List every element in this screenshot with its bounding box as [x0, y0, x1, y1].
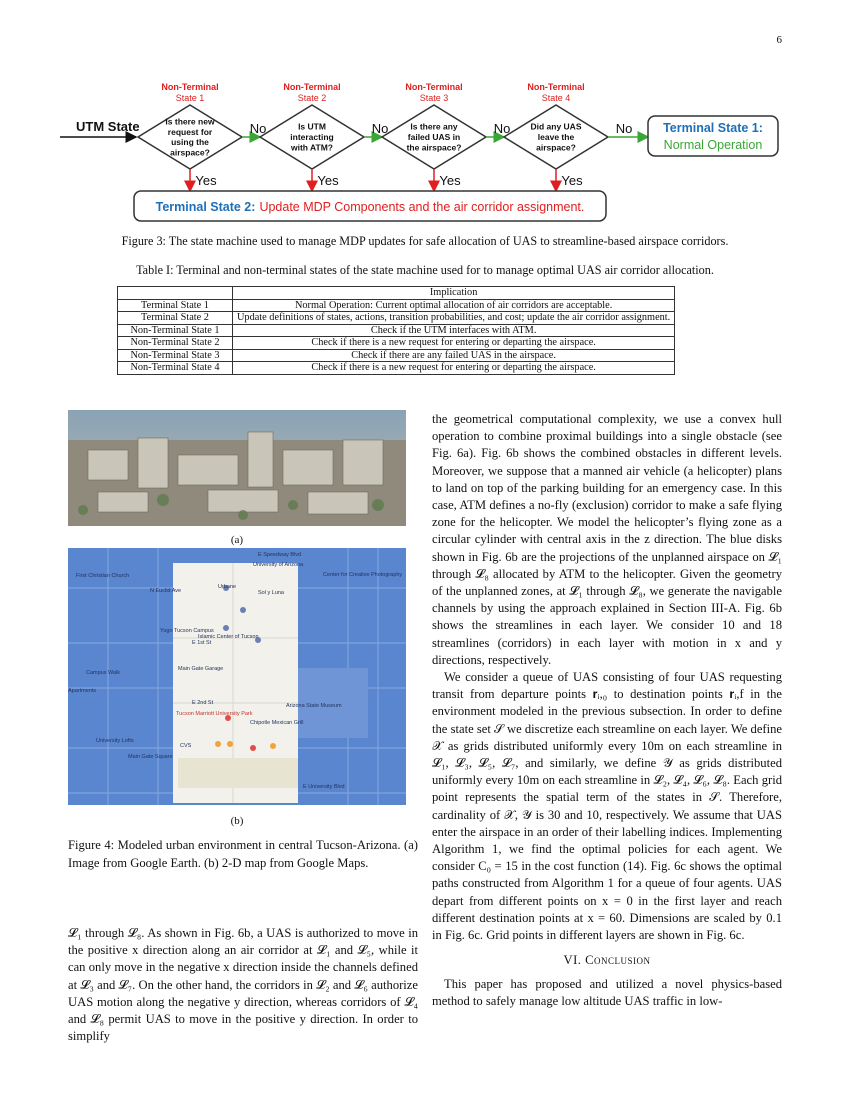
table-header-implication: Implication	[231, 286, 676, 300]
yes-label-1: Yes	[195, 173, 217, 188]
map-label: N Euclid Ave	[150, 588, 182, 594]
map-label: Arizona State Museum	[286, 703, 342, 709]
table-implication-cell: Check if the UTM interfaces with ATM.	[231, 323, 676, 337]
decision-question-2-line-3: with ATM?	[290, 142, 333, 152]
decision-question-3-line-1: Is there any	[410, 122, 458, 132]
no-label-1: No	[250, 121, 267, 136]
non-terminal-state-1-header: Non-Terminal	[161, 82, 218, 92]
right-column-text: the geometrical computational complexity…	[432, 411, 782, 1010]
right-paragraph-3: This paper has proposed and utilized a n…	[432, 976, 782, 1008]
yes-label-2: Yes	[317, 173, 339, 188]
decision-question-4-line-2: leave the	[538, 132, 575, 142]
non-terminal-state-2-header: Non-Terminal	[283, 82, 340, 92]
no-label-4: No	[616, 121, 633, 136]
left-paragraph: 𝓛₁ through 𝓛₈. As shown in Fig. 6b, a UA…	[68, 926, 418, 1044]
non-terminal-state-4-header: Non-Terminal	[527, 82, 584, 92]
decision-question-2-line-2: interacting	[290, 132, 333, 142]
map-label: University Lofts	[96, 738, 134, 744]
map-label: Main Gate Square	[128, 754, 173, 760]
decision-question-1-line-1: Is there new	[165, 116, 215, 126]
table-implication-cell: Check if there are any failed UAS in the…	[231, 348, 676, 362]
no-label-2: No	[372, 121, 389, 136]
table-state-cell: Terminal State 2	[117, 311, 233, 325]
decision-question-1-line-2: request for	[168, 127, 213, 137]
left-column-text: 𝓛₁ through 𝓛₈. As shown in Fig. 6b, a UA…	[68, 925, 418, 1045]
map-label: E 1st St	[192, 640, 212, 646]
table-header-empty	[117, 286, 233, 300]
map-label: Campus Walk	[86, 670, 121, 676]
decision-question-4-line-3: airspace?	[536, 142, 576, 152]
non-terminal-state-4-subheader: State 4	[542, 93, 571, 103]
terminal-state-2-text: Terminal State 2:Update MDP Components a…	[156, 200, 585, 214]
map-label: Chipotle Mexican Grill	[250, 720, 304, 726]
decision-question-1-line-4: airspace?	[170, 148, 210, 158]
table-state-cell: Non-Terminal State 3	[117, 348, 233, 362]
map-label: Urbane	[218, 584, 237, 590]
map-label: Center for Creative Photography	[323, 572, 403, 578]
map-label: E University Blvd	[303, 784, 345, 790]
map-label: Yugo Tucson Campus	[160, 628, 214, 634]
non-terminal-state-1-subheader: State 1	[176, 93, 205, 103]
no-label-3: No	[494, 121, 511, 136]
table-implication-cell: Check if there is a new request for ente…	[231, 336, 676, 350]
section-heading: VI. Conclusion	[563, 953, 651, 968]
page-number: 6	[776, 34, 783, 46]
non-terminal-state-2-subheader: State 2	[298, 93, 327, 103]
right-paragraph-1: the geometrical computational complexity…	[432, 412, 782, 667]
figure-3-caption: Figure 3: The state machine used to mana…	[121, 234, 729, 248]
table-state-cell: Non-Terminal State 1	[117, 323, 233, 337]
google-earth-image	[68, 410, 406, 526]
map-label: E 2nd St	[192, 700, 214, 706]
figure-4a-label: (a)	[230, 534, 244, 546]
decision-question-3-line-3: the airspace?	[407, 142, 462, 152]
decision-question-4-line-1: Did any UAS	[530, 122, 581, 132]
map-label: University of Arizona	[253, 562, 304, 568]
decision-question-1-line-3: using the	[171, 137, 209, 147]
table-implication-cell: Update definitions of states, actions, t…	[231, 311, 676, 325]
yes-label-3: Yes	[439, 173, 461, 188]
terminal-state-2-box	[133, 190, 607, 222]
map-label: Apartments	[68, 688, 97, 694]
table-state-cell: Non-Terminal State 2	[117, 336, 233, 350]
terminal-state-1-title: Terminal State 1:	[663, 121, 763, 135]
map-label: Tucson Marriott University Park	[176, 711, 253, 717]
non-terminal-state-3-header: Non-Terminal	[405, 82, 462, 92]
map-label: E Speedway Blvd	[258, 552, 302, 558]
figure-4b-label: (b)	[230, 815, 244, 827]
decision-question-2-line-1: Is UTM	[298, 122, 326, 132]
map-label: Islamic Center of Tucson	[198, 634, 259, 640]
table-state-cell: Terminal State 1	[117, 298, 233, 312]
table-implication-cell: Check if there is a new request for ente…	[231, 361, 676, 375]
decision-question-3-line-2: failed UAS in	[408, 132, 460, 142]
yes-label-4: Yes	[561, 173, 583, 188]
table-1-caption: Table I: Terminal and non-terminal state…	[136, 263, 714, 277]
right-paragraph-2: We consider a queue of UAS consisting of…	[432, 670, 782, 943]
non-terminal-state-3-subheader: State 3	[420, 93, 449, 103]
utm-state-label: UTM State	[76, 119, 140, 134]
terminal-state-1-subtitle: Normal Operation	[664, 138, 763, 152]
map-label: CVS	[180, 743, 192, 749]
map-label: First Christian Church	[76, 573, 130, 579]
map-label: Main Gate Garage	[178, 666, 224, 672]
terminal-state-1-box	[647, 115, 779, 157]
table-state-cell: Non-Terminal State 4	[117, 361, 233, 375]
map-label: Sol y Luna	[258, 590, 284, 596]
table-implication-cell: Normal Operation: Current optimal alloca…	[231, 298, 676, 312]
figure-4-caption: Figure 4: Modeled urban environment in c…	[68, 838, 418, 870]
